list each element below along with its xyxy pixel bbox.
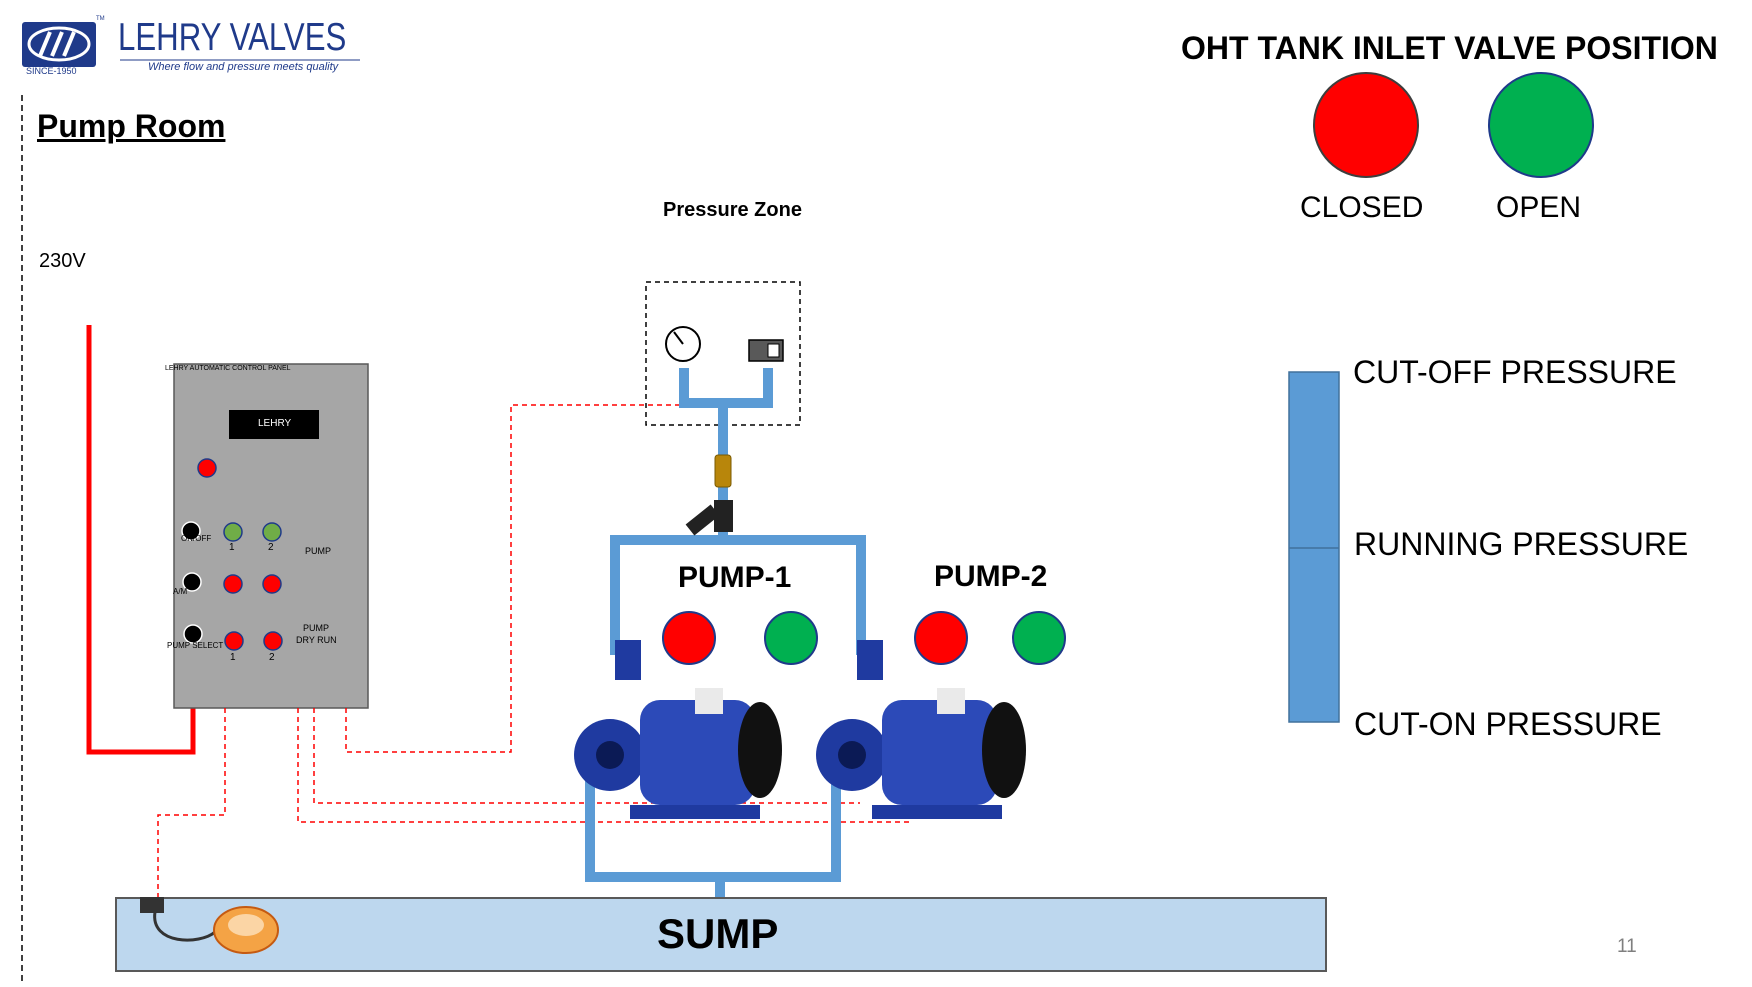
valve-open-label: OPEN (1496, 191, 1582, 224)
on-off-label: ON/OFF (181, 534, 212, 543)
on-off-switch (181, 521, 201, 541)
lehry-logo-icon (22, 22, 96, 67)
pump-dry-run-label-2: DRY RUN (296, 635, 337, 645)
panel-display (229, 410, 319, 439)
pump-2-on-indicator (1012, 611, 1066, 665)
pump1-trip-indicator (223, 574, 243, 594)
pressure-switch-icon (748, 339, 784, 362)
sump-label: SUMP (657, 910, 779, 957)
cutoff-pressure-label: CUT-OFF PRESSURE (1353, 354, 1677, 390)
panel-power-indicator (197, 458, 217, 478)
pump-2-off-indicator (914, 611, 968, 665)
float-switch-icon (140, 897, 279, 954)
am-label: A/M (173, 587, 188, 596)
check-valve-icon (714, 454, 732, 488)
am-switch (182, 572, 202, 592)
strainer-icon (685, 500, 733, 536)
pump-2-image (816, 640, 1026, 819)
pump-1-label: PUMP-1 (678, 561, 792, 594)
num-1-bottom: 1 (230, 652, 236, 663)
pump2-dry-run-indicator (263, 631, 283, 651)
panel-display-text: LEHRY (258, 418, 292, 429)
num-1-top: 1 (229, 542, 235, 553)
valve-closed-indicator (1313, 72, 1419, 178)
pump2-trip-indicator (262, 574, 282, 594)
pump-dry-run-label-1: PUMP (303, 623, 330, 633)
supply-wire (86, 325, 196, 755)
pump-1-image (574, 640, 782, 819)
page-title: Pump Room (37, 108, 226, 144)
pump-label: PUMP (305, 546, 332, 556)
logo-tagline: Where flow and pressure meets quality (148, 61, 339, 73)
logo-tm: TM (96, 16, 105, 22)
control-wires (157, 388, 910, 900)
pump2-run-indicator (262, 522, 282, 542)
sump-tank (115, 897, 1327, 972)
pressure-level-bar (1288, 371, 1340, 723)
panel-title: LEHRY AUTOMATIC CONTROL PANEL (165, 365, 291, 372)
valve-open-indicator (1488, 72, 1594, 178)
num-2-top: 2 (268, 542, 274, 553)
supply-label: 230V (39, 250, 86, 272)
valve-closed-label: CLOSED (1300, 191, 1424, 224)
slide-number: 11 (1617, 936, 1637, 957)
cuton-pressure-label: CUT-ON PRESSURE (1354, 706, 1662, 742)
logo-brand: LEHRY VALVES (118, 16, 347, 59)
num-2-bottom: 2 (269, 652, 275, 663)
pump-select-label: PUMP SELECT (167, 641, 224, 650)
pipework (585, 368, 866, 898)
pump-2-label: PUMP-2 (934, 560, 1048, 593)
pump-select-switch (183, 624, 203, 644)
pump-1-off-indicator (662, 611, 716, 665)
pump1-run-indicator (223, 522, 243, 542)
pressure-gauge-icon (665, 326, 701, 362)
running-pressure-label: RUNNING PRESSURE (1354, 526, 1689, 562)
pump1-dry-run-indicator (224, 631, 244, 651)
pressure-zone-label: Pressure Zone (663, 199, 802, 221)
logo-since: SINCE-1950 (26, 66, 77, 76)
pump-1-on-indicator (764, 611, 818, 665)
valve-position-title: OHT TANK INLET VALVE POSITION (1181, 30, 1718, 66)
